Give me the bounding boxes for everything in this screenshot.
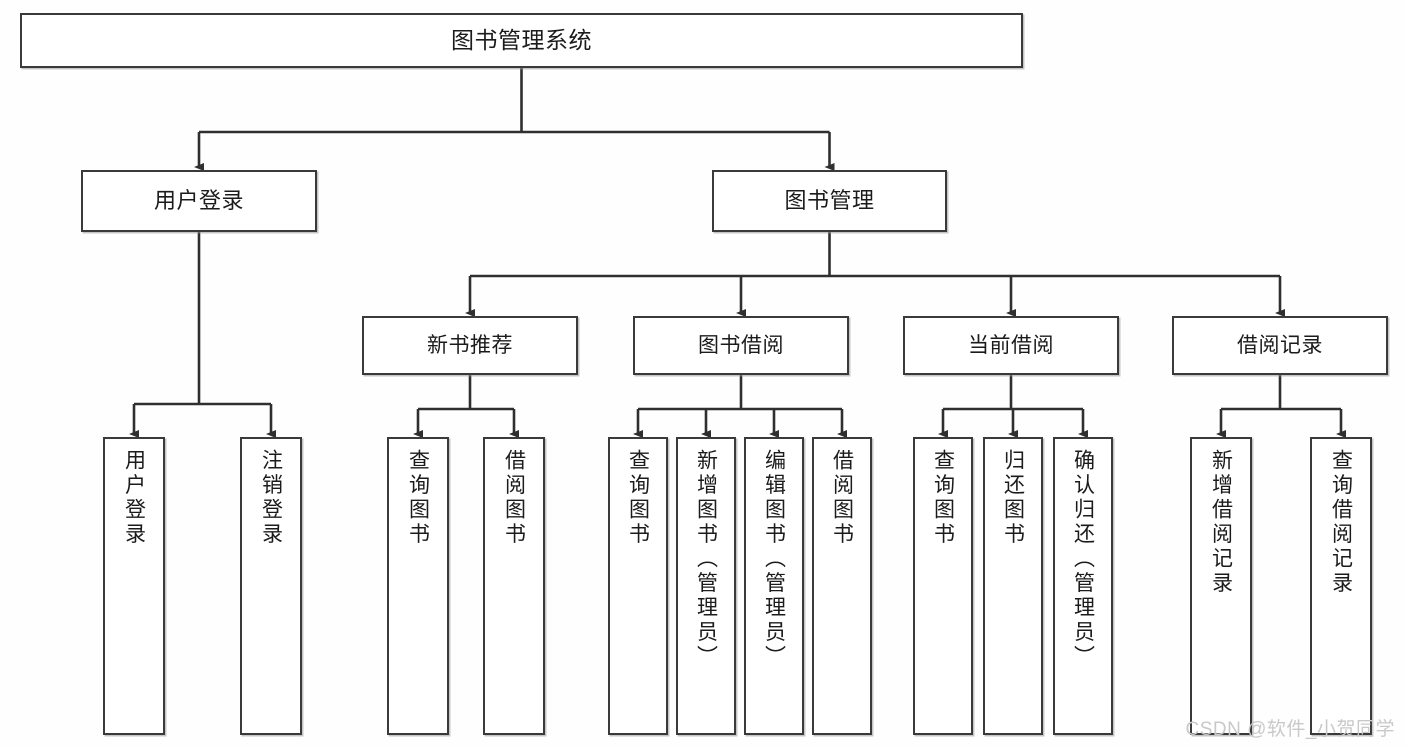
- node-leaf-cb-query-book-label: 查询图书: [931, 449, 955, 547]
- node-book-manage-label: 图书管理: [784, 187, 875, 213]
- node-user-login[interactable]: 用户登录: [81, 170, 317, 232]
- node-leaf-bb-query-book[interactable]: 查询图书: [608, 437, 668, 735]
- node-leaf-rec-borrow-book-label: 借阅图书: [502, 449, 526, 547]
- node-leaf-cb-confirm-return-label: 确认归还（管理员）: [1071, 449, 1095, 670]
- node-current-borrow-label: 当前借阅: [968, 333, 1054, 357]
- node-leaf-bb-edit-book[interactable]: 编辑图书（管理员）: [744, 437, 804, 735]
- node-book-manage[interactable]: 图书管理: [712, 170, 947, 232]
- node-leaf-cb-return-book[interactable]: 归还图书: [983, 437, 1043, 735]
- node-leaf-rec-borrow-book[interactable]: 借阅图书: [483, 437, 545, 735]
- node-leaf-bb-add-book[interactable]: 新增图书（管理员）: [676, 437, 736, 735]
- node-leaf-br-add-record-label: 新增借阅记录: [1209, 449, 1233, 596]
- node-borrow-record-label: 借阅记录: [1237, 333, 1323, 357]
- node-root-label: 图书管理系统: [451, 26, 592, 53]
- node-borrow-record[interactable]: 借阅记录: [1172, 316, 1388, 375]
- node-leaf-bb-query-book-label: 查询图书: [626, 449, 650, 547]
- node-leaf-bb-edit-book-label: 编辑图书（管理员）: [762, 449, 786, 670]
- node-leaf-bb-add-book-label: 新增图书（管理员）: [694, 449, 718, 670]
- node-leaf-cb-confirm-return[interactable]: 确认归还（管理员）: [1053, 437, 1113, 735]
- node-leaf-user-logout[interactable]: 注销登录: [240, 437, 302, 735]
- node-book-borrow[interactable]: 图书借阅: [633, 316, 849, 375]
- node-leaf-cb-query-book[interactable]: 查询图书: [913, 437, 973, 735]
- node-root-book-management-system[interactable]: 图书管理系统: [20, 13, 1023, 68]
- node-leaf-user-logout-label: 注销登录: [259, 449, 283, 547]
- node-leaf-br-query-record[interactable]: 查询借阅记录: [1310, 437, 1372, 735]
- node-book-borrow-label: 图书借阅: [698, 333, 784, 357]
- node-leaf-bb-borrow-book[interactable]: 借阅图书: [812, 437, 872, 735]
- node-leaf-cb-return-book-label: 归还图书: [1001, 449, 1025, 547]
- node-user-login-label: 用户登录: [153, 187, 244, 213]
- node-leaf-user-login-label: 用户登录: [122, 449, 146, 547]
- node-new-book-rec[interactable]: 新书推荐: [362, 316, 578, 375]
- node-leaf-br-add-record[interactable]: 新增借阅记录: [1190, 437, 1252, 735]
- node-current-borrow[interactable]: 当前借阅: [903, 316, 1119, 375]
- node-new-book-rec-label: 新书推荐: [427, 333, 513, 357]
- node-leaf-rec-query-book-label: 查询图书: [406, 449, 430, 547]
- node-leaf-br-query-record-label: 查询借阅记录: [1329, 449, 1353, 596]
- node-leaf-rec-query-book[interactable]: 查询图书: [387, 437, 449, 735]
- node-leaf-user-login[interactable]: 用户登录: [103, 437, 165, 735]
- node-leaf-bb-borrow-book-label: 借阅图书: [830, 449, 854, 547]
